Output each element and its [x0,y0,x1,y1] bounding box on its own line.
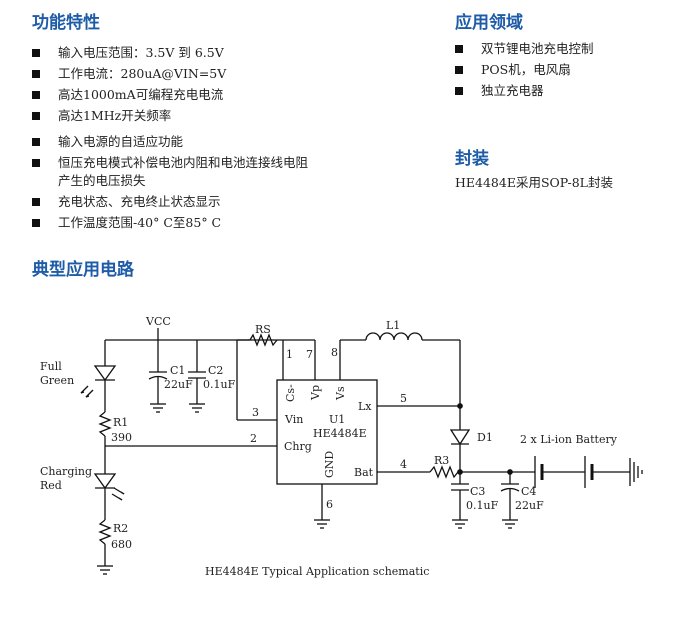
pin-lx-label: Lx [358,400,372,413]
u1-label: U1 [329,413,345,426]
pin-chrg-label: Chrg [284,440,312,453]
r3-label: R3 [434,454,449,467]
pin3-number: 3 [252,406,259,419]
c4-label: C4 [521,485,536,498]
c1-label: C1 [170,364,185,377]
bullet-icon [455,66,463,74]
bullet-icon [32,70,40,78]
chip-name: HE4484E [313,427,367,440]
list-item: 独立充电器 [455,82,675,100]
led2-label-1: Charging [40,465,92,478]
pin6-number: 6 [326,498,333,511]
pin7-number: 7 [306,348,313,361]
rs-label: RS [255,323,271,336]
features-list: 输入电压范围：3.5V 到 6.5V 工作电流：280uA@VIN=5V 高达1… [32,44,412,235]
list-item: 工作电流：280uA@VIN=5V [32,65,412,83]
list-item: 恒压充电模式补偿电池内阻和电池连接线电阻产生的电压损失 [32,154,412,190]
pin-vs-label: Vs [334,386,347,401]
bullet-icon [32,112,40,120]
list-item: 双节锂电池充电控制 [455,40,675,58]
bullet-icon [32,198,40,206]
pin2-number: 2 [250,432,257,445]
bullet-icon [32,219,40,227]
c2-value: 0.1uF [203,378,236,391]
schematic-caption: HE4484E Typical Application schematic [205,565,429,578]
circuit-title: 典型应用电路 [32,260,134,280]
pin4-number: 4 [400,458,407,471]
list-item: POS机，电风扇 [455,61,675,79]
l1-label: L1 [386,319,400,332]
applications-title: 应用领域 [455,13,523,33]
list-item: 工作温度范围-40° C至85° C [32,214,412,232]
bullet-icon [32,159,40,167]
led1-label-2: Green [40,374,74,387]
pin-vp-label: Vp [309,385,322,401]
d1-label: D1 [477,431,493,444]
r2-value: 680 [111,538,132,551]
pin-cs-label: Cs- [284,384,297,402]
c1-value: 22uF [164,378,193,391]
r1-value: 390 [111,431,132,444]
pin1-number: 1 [286,348,293,361]
features-title: 功能特性 [32,13,100,33]
list-item: 输入电源的自适应功能 [32,133,412,151]
pin-vin-label: Vin [284,413,303,426]
c4-value: 22uF [515,499,544,512]
pin-gnd-label: GND [323,451,336,478]
bullet-icon [32,91,40,99]
vcc-label: VCC [145,315,171,328]
package-text: HE4484E采用SOP-8L封装 [455,175,613,190]
led2-label-2: Red [40,479,62,492]
c3-value: 0.1uF [466,499,499,512]
bullet-icon [32,138,40,146]
list-item: 高达1MHz开关频率 [32,107,412,125]
pin-bat-label: Bat [354,466,374,479]
bullet-icon [455,87,463,95]
bullet-icon [455,45,463,53]
pin8-number: 8 [331,346,338,359]
list-item: 高达1000mA可编程充电电流 [32,86,412,104]
c3-label: C3 [470,485,485,498]
package-title: 封装 [455,149,489,169]
led1-label-1: Full [40,360,62,373]
r2-label: R2 [113,522,128,535]
r1-label: R1 [113,416,128,429]
battery-label: 2 x Li-ion Battery [520,433,618,446]
bullet-icon [32,49,40,57]
list-item: 输入电压范围：3.5V 到 6.5V [32,44,412,62]
applications-list: 双节锂电池充电控制 POS机，电风扇 独立充电器 [455,40,675,103]
c2-label: C2 [208,364,223,377]
pin5-number: 5 [400,392,407,405]
list-item: 充电状态、充电终止状态显示 [32,193,412,211]
